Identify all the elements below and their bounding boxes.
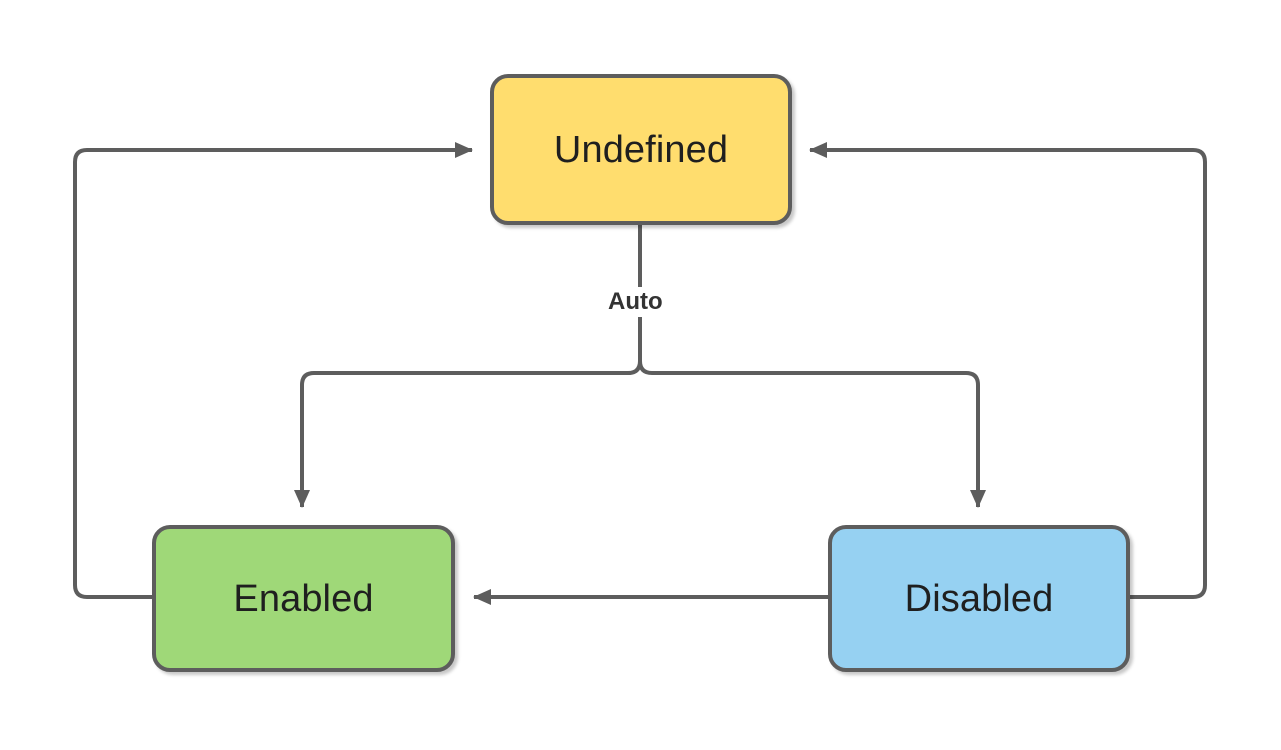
node-enabled-label: Enabled <box>233 577 374 620</box>
node-disabled-label: Disabled <box>904 577 1054 620</box>
edge-disabled-to-undefined[interactable] <box>809 142 1207 599</box>
node-enabled[interactable]: Enabled <box>152 525 455 672</box>
edge-enabled-to-undefined[interactable] <box>73 142 473 599</box>
node-undefined[interactable]: Undefined <box>490 74 792 225</box>
edge-undefined-to-enabled[interactable] <box>294 371 628 508</box>
edge-undefined-stem-mirror[interactable] <box>627 360 642 375</box>
node-disabled[interactable]: Disabled <box>828 525 1130 672</box>
edge-undefined-to-disabled[interactable] <box>652 371 986 508</box>
node-undefined-label: Undefined <box>553 128 729 171</box>
edge-label-auto: Auto <box>600 287 671 318</box>
